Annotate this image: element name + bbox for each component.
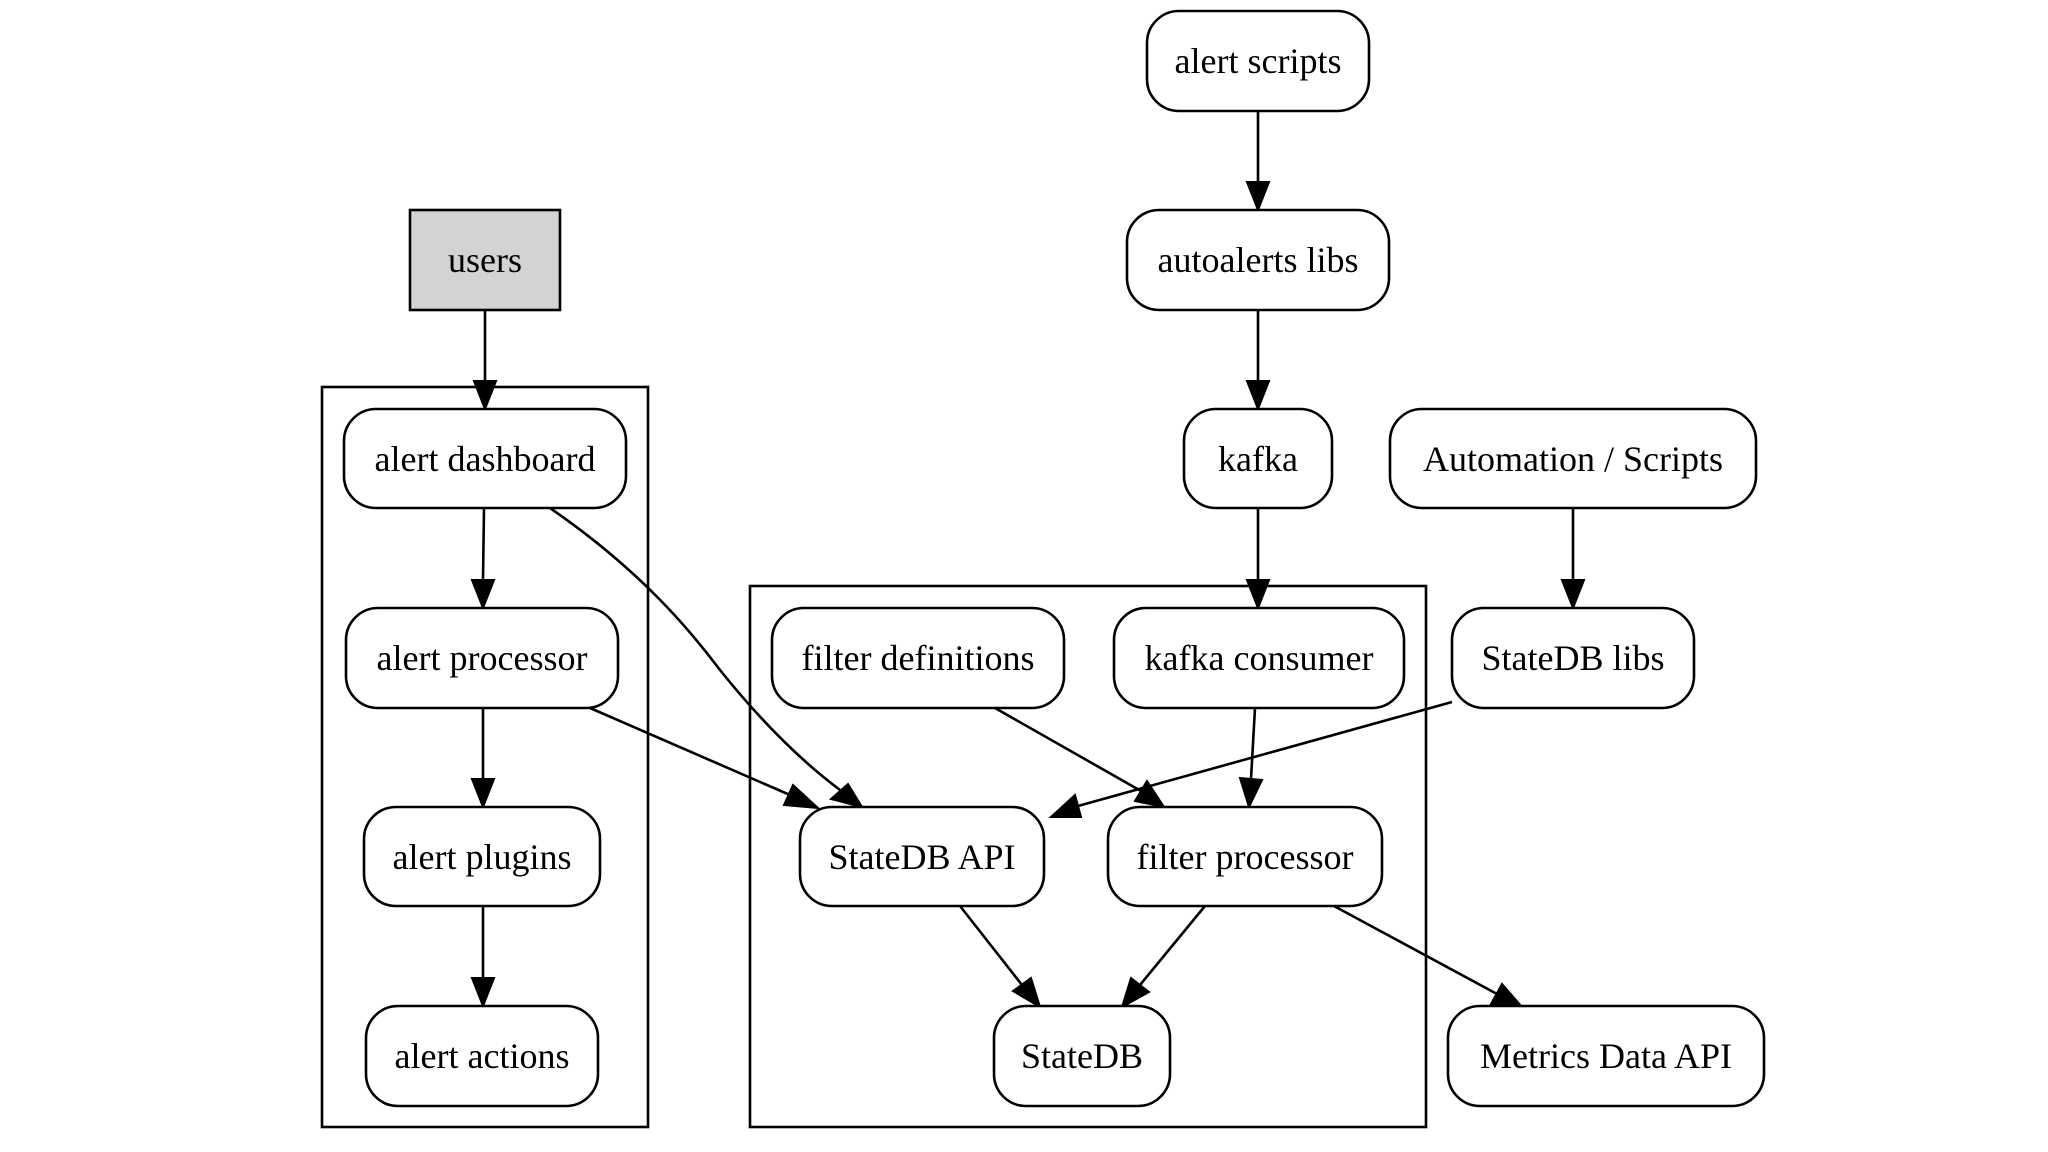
node-automation-scripts: Automation / Scripts bbox=[1388, 407, 1758, 510]
node-label: StateDB bbox=[1021, 1036, 1143, 1076]
node-autoalerts-libs: autoalerts libs bbox=[1125, 208, 1391, 312]
node-label: alert processor bbox=[377, 638, 588, 678]
node-alert-dashboard: alert dashboard bbox=[342, 407, 628, 510]
arrowhead bbox=[472, 380, 498, 412]
arrowhead bbox=[1245, 380, 1271, 412]
node-label: kafka consumer bbox=[1145, 638, 1374, 678]
node-label: filter definitions bbox=[802, 638, 1035, 678]
arrowhead bbox=[1560, 579, 1586, 611]
edge-statedb-libs-to-statedb-api bbox=[1077, 700, 1453, 808]
node-label: alert actions bbox=[395, 1036, 570, 1076]
node-label: autoalerts libs bbox=[1158, 240, 1359, 280]
arrowhead bbox=[1489, 982, 1525, 1009]
arrowhead bbox=[1245, 181, 1271, 213]
arrowhead bbox=[470, 977, 496, 1009]
edge-alert-processor-to-statedb-api bbox=[589, 706, 791, 797]
node-label: alert scripts bbox=[1175, 41, 1342, 81]
node-statedb-libs: StateDB libs bbox=[1450, 606, 1696, 710]
arrowhead bbox=[782, 783, 821, 810]
arrowhead bbox=[1245, 579, 1271, 611]
edge-statedb-api-to-statedb bbox=[958, 905, 1024, 986]
node-label: Metrics Data API bbox=[1480, 1036, 1732, 1076]
edges-layer bbox=[470, 111, 1586, 1010]
edge-filter-definitions-to-filter-processor bbox=[994, 706, 1142, 793]
arrowhead bbox=[1133, 779, 1167, 809]
node-kafka: kafka bbox=[1182, 407, 1334, 510]
arrowhead bbox=[1120, 976, 1151, 1010]
node-kafka-consumer: kafka consumer bbox=[1112, 606, 1406, 710]
node-label: Automation / Scripts bbox=[1423, 439, 1723, 479]
edge-alert-dashboard-to-alert-processor bbox=[481, 507, 486, 581]
node-filter-processor: filter processor bbox=[1106, 805, 1384, 908]
node-label: alert dashboard bbox=[375, 439, 596, 479]
node-label: alert plugins bbox=[393, 837, 572, 877]
node-label: StateDB API bbox=[828, 837, 1015, 877]
edge-kafka-consumer-to-filter-processor bbox=[1249, 707, 1257, 780]
arrowhead bbox=[1011, 976, 1042, 1010]
edge-alert-dashboard-to-statedb-api bbox=[549, 506, 841, 792]
node-metrics-data-api: Metrics Data API bbox=[1446, 1004, 1766, 1108]
node-users: users bbox=[408, 208, 562, 312]
node-label: StateDB libs bbox=[1481, 638, 1664, 678]
node-statedb-api: StateDB API bbox=[798, 805, 1046, 908]
node-alert-actions: alert actions bbox=[364, 1004, 600, 1108]
node-alert-scripts: alert scripts bbox=[1145, 9, 1371, 113]
arrowhead bbox=[1238, 776, 1264, 810]
filter-cluster bbox=[748, 584, 1428, 1129]
arrowhead bbox=[470, 579, 496, 611]
arrowhead bbox=[1048, 793, 1083, 818]
node-label: filter processor bbox=[1137, 837, 1354, 877]
node-label: users bbox=[448, 240, 522, 280]
edge-filter-processor-to-statedb bbox=[1138, 905, 1207, 986]
node-alert-processor: alert processor bbox=[344, 606, 620, 710]
arrowhead bbox=[470, 778, 496, 810]
edge-filter-processor-to-metrics-data-api bbox=[1333, 904, 1498, 996]
node-label: kafka bbox=[1218, 439, 1298, 479]
node-alert-plugins: alert plugins bbox=[362, 805, 602, 908]
node-statedb: StateDB bbox=[992, 1004, 1172, 1108]
node-filter-definitions: filter definitions bbox=[770, 606, 1066, 710]
arrowhead bbox=[828, 782, 865, 809]
